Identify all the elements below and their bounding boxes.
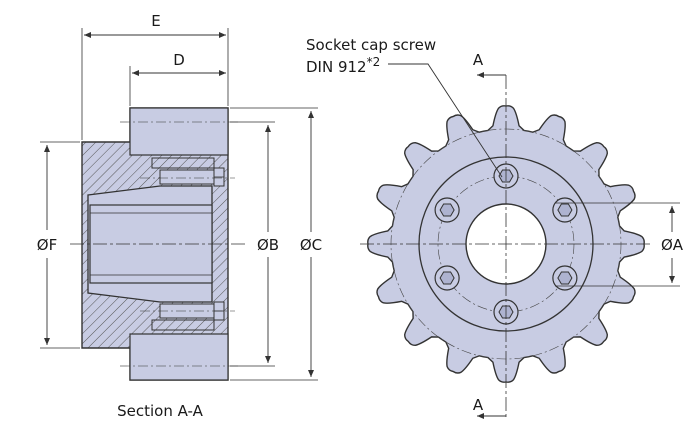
dimension-a: ØA (555, 202, 684, 287)
section-marker-bottom-label: A (473, 396, 484, 414)
dimension-c: ØC (230, 107, 322, 381)
section-marker-bottom: A (473, 396, 506, 419)
callout-line-2: DIN 912*2 (306, 55, 380, 76)
hex-socket-icon (439, 203, 455, 217)
screw-callout: Socket cap screw DIN 912*2 (306, 36, 503, 178)
dimension-a-label: ØA (661, 236, 684, 254)
section-marker-top-label: A (473, 51, 484, 69)
dimension-e: E (81, 12, 229, 140)
screw-pocket-lower (151, 301, 225, 331)
socket-cap-screw (552, 265, 578, 291)
socket-cap-screw (434, 265, 460, 291)
dimension-d: D (129, 51, 226, 106)
front-view (360, 75, 650, 420)
gear-teeth-section (129, 107, 229, 156)
dimension-c-label: ØC (300, 236, 322, 254)
hex-socket-icon (439, 271, 455, 285)
socket-cap-screw (434, 197, 460, 223)
section-marker-top: A (473, 51, 506, 78)
hex-socket-icon (557, 271, 573, 285)
dimension-f-label: ØF (37, 236, 57, 254)
section-view (70, 107, 245, 381)
gear-teeth-section-lower (129, 333, 229, 381)
callout-footnote: *2 (367, 55, 381, 69)
callout-din: DIN 912 (306, 58, 367, 76)
screw-pocket-upper (151, 157, 225, 187)
dimension-b: ØB (230, 121, 279, 367)
dimension-b-label: ØB (257, 236, 279, 254)
dimension-d-label: D (173, 51, 185, 69)
socket-cap-screw (552, 197, 578, 223)
hex-socket-icon (557, 203, 573, 217)
callout-line-1: Socket cap screw (306, 36, 436, 54)
dimension-f: ØF (37, 141, 80, 349)
dimension-e-label: E (151, 12, 160, 30)
section-caption: Section A-A (117, 402, 204, 420)
